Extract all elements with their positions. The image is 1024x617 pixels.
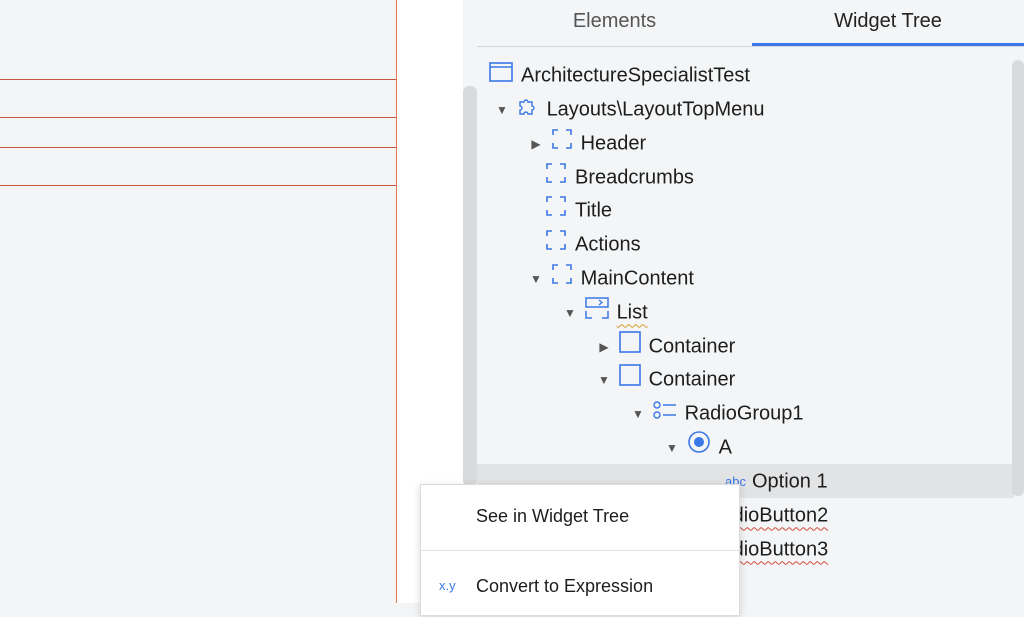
tree-node-label: Actions xyxy=(575,233,641,256)
caret-right-icon[interactable]: ▶ xyxy=(531,136,541,151)
menu-item-convert-to-expression[interactable]: x.y Convert to Expression xyxy=(421,555,739,617)
canvas-scrollbar[interactable] xyxy=(463,86,477,486)
tree-node-label: Title xyxy=(575,199,613,222)
screen-icon xyxy=(489,59,513,93)
tree-node-label: Header xyxy=(580,132,647,155)
caret-down-icon[interactable]: ▼ xyxy=(530,271,542,286)
tree-node-label: RadioGroup1 xyxy=(684,402,804,425)
active-tab-indicator xyxy=(752,43,1024,46)
tree-node-layout[interactable]: ▼ Layouts\LayoutTopMenu xyxy=(493,92,765,127)
caret-right-icon[interactable]: ▶ xyxy=(599,339,609,354)
placeholder-icon xyxy=(545,228,567,262)
tree-node-label: List xyxy=(616,301,648,324)
placeholder-icon xyxy=(551,262,573,296)
list-icon xyxy=(584,296,609,330)
tab-elements[interactable]: Elements xyxy=(572,10,657,32)
tree-node-radio-group[interactable]: ▼ RadioGroup1 xyxy=(629,396,804,430)
canvas-widget-row[interactable] xyxy=(0,79,396,118)
puzzle-icon xyxy=(517,93,539,127)
placeholder-icon xyxy=(545,161,567,195)
panel-tabs: Elements Widget Tree xyxy=(477,0,1024,46)
radio-group-icon xyxy=(652,397,677,431)
canvas-area[interactable] xyxy=(0,0,397,603)
tree-node-label: Container xyxy=(648,335,736,358)
tab-widget-tree[interactable]: Widget Tree xyxy=(752,0,1024,46)
tab-widget-tree-label: Widget Tree xyxy=(834,10,942,32)
caret-down-icon[interactable]: ▼ xyxy=(564,305,576,320)
tree-node-list[interactable]: ▼ List xyxy=(561,295,648,329)
radio-button-icon xyxy=(687,430,711,465)
tree-node-breadcrumbs[interactable]: Breadcrumbs xyxy=(545,160,694,194)
caret-down-icon[interactable]: ▼ xyxy=(666,440,678,455)
container-icon xyxy=(618,363,641,397)
tree-node-label: ArchitectureSpecialistTest xyxy=(521,64,750,87)
tree-scrollbar[interactable] xyxy=(1012,60,1024,496)
tree-node-title[interactable]: Title xyxy=(545,193,612,227)
tree-node-container[interactable]: ▼ Container xyxy=(595,362,735,396)
tab-divider xyxy=(477,46,1024,47)
container-icon xyxy=(618,330,641,364)
expression-icon: x.y xyxy=(439,578,456,593)
tree-node-label: Option 1 xyxy=(751,470,828,493)
caret-down-icon[interactable]: ▼ xyxy=(632,406,644,421)
placeholder-icon xyxy=(551,127,573,161)
tree-node-container[interactable]: ▶ Container xyxy=(595,329,735,363)
menu-item-label: Convert to Expression xyxy=(476,576,654,596)
canvas-widget-row[interactable] xyxy=(0,147,396,186)
tree-node-header[interactable]: ▶ Header xyxy=(527,126,646,160)
caret-down-icon[interactable]: ▼ xyxy=(598,372,610,387)
tree-node-label: Container xyxy=(648,368,736,391)
tree-node-label: A xyxy=(718,436,732,459)
tree-node-radio-a[interactable]: ▼ A xyxy=(663,430,732,464)
tree-node-actions[interactable]: Actions xyxy=(545,227,641,261)
tree-node-label: Layouts\LayoutTopMenu xyxy=(546,98,765,121)
tree-node-label: MainContent xyxy=(580,267,694,290)
placeholder-icon xyxy=(545,194,567,228)
menu-item-see-in-widget-tree[interactable]: See in Widget Tree xyxy=(421,485,739,547)
menu-item-label: See in Widget Tree xyxy=(476,506,630,526)
caret-down-icon[interactable]: ▼ xyxy=(496,102,508,117)
menu-divider xyxy=(421,550,739,551)
context-menu: See in Widget Tree x.y Convert to Expres… xyxy=(420,484,740,616)
tree-node-main-content[interactable]: ▼ MainContent xyxy=(527,261,694,295)
tree-node-label: Breadcrumbs xyxy=(575,166,694,189)
tree-node-root[interactable]: ArchitectureSpecialistTest xyxy=(489,58,750,92)
